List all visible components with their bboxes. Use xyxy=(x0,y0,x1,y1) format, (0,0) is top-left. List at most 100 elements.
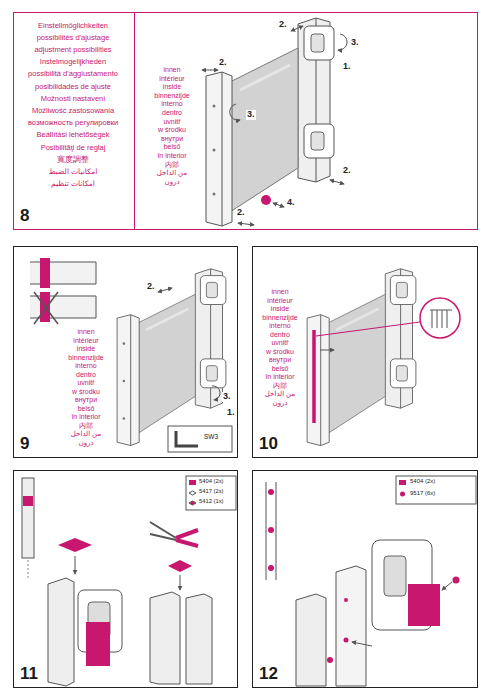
inside-label: 内部 xyxy=(79,422,93,430)
illustration-part xyxy=(40,258,50,288)
callout-number: 2. xyxy=(236,208,246,218)
inside-label: w środku xyxy=(158,126,186,134)
illustration-part xyxy=(273,203,284,207)
inside-label: 内部 xyxy=(273,382,287,390)
inside-label: w środku xyxy=(266,348,294,356)
inside-label: درون xyxy=(164,178,179,186)
inside-label: uvnitř xyxy=(77,379,94,387)
illustration-part xyxy=(180,575,181,590)
illustration-part xyxy=(400,492,405,497)
inside-label: dentro xyxy=(76,371,96,379)
step-number: 12 xyxy=(259,665,278,684)
inside-label: binnenzijde xyxy=(154,92,189,100)
profile-inset xyxy=(22,478,34,580)
profile-inset xyxy=(266,482,276,580)
inside-label: dentro xyxy=(270,331,290,339)
illustration-part xyxy=(86,622,110,666)
language-box: Einstellmöglichkeitenpossibilités d'ajus… xyxy=(13,12,135,230)
illustration-part xyxy=(189,480,196,485)
illustration-part xyxy=(28,560,29,580)
inside-label: uvnitř xyxy=(163,118,180,126)
illustration-part xyxy=(408,584,440,626)
illustration-part xyxy=(442,582,452,590)
inside-label: intérieur xyxy=(159,75,184,83)
inside-label: inside xyxy=(163,83,181,91)
illustration-part xyxy=(168,560,192,572)
inside-label: innen xyxy=(163,66,180,74)
illustration-part xyxy=(22,478,34,558)
adjustment-title: Instelmogelijkheden xyxy=(40,58,106,66)
callout-number: 2. xyxy=(342,166,352,176)
inside-label: intérieur xyxy=(267,297,292,305)
inside-label: belső xyxy=(164,143,181,151)
door-assembly xyxy=(117,269,226,446)
callout-number: 4. xyxy=(286,198,296,208)
inside-label: belső xyxy=(78,405,95,413)
illustration-part xyxy=(453,577,460,584)
illustration-part xyxy=(338,34,347,50)
illustration-part xyxy=(320,350,334,351)
inside-label: внутри xyxy=(269,356,291,364)
part-number: 5417 (2x) xyxy=(199,488,224,494)
illustration-part xyxy=(268,527,274,533)
illustration-part xyxy=(34,292,58,324)
parts-box xyxy=(396,476,476,504)
illustration-part xyxy=(327,657,333,663)
part-number: 5404 (2x) xyxy=(199,478,224,484)
inside-label: من الداخل xyxy=(157,169,187,177)
callout-number: 1. xyxy=(342,62,352,72)
illustration-part xyxy=(186,594,212,684)
inside-label: внутри xyxy=(161,135,183,143)
step-panel: Einstellmöglichkeitenpossibilités d'ajus… xyxy=(13,12,478,230)
callout-number: 3. xyxy=(350,38,360,48)
illustration-part xyxy=(212,386,220,400)
part-number: 9517 (6x) xyxy=(410,490,435,497)
adjustment-title: Einstellmöglichkeiten xyxy=(38,22,108,30)
adjustment-title: 寬度調整 xyxy=(57,156,89,164)
inside-label: innen xyxy=(271,288,288,296)
callout-number: 1. xyxy=(226,408,236,418)
adjustment-title: امكانيات الضبط xyxy=(49,168,98,176)
inside-label: внутри xyxy=(75,396,97,404)
illustration-part xyxy=(296,594,326,686)
illustration-part xyxy=(23,496,33,506)
inside-label: interno xyxy=(269,322,290,330)
illustration-part xyxy=(189,491,196,495)
illustration-part xyxy=(344,638,349,643)
illustration-part xyxy=(316,322,420,336)
inside-label: interno xyxy=(75,362,96,370)
inside-label: belső xyxy=(272,365,289,373)
inside-label: în interior xyxy=(157,152,186,160)
illustration-part xyxy=(352,642,372,646)
step-number: 9 xyxy=(20,435,29,454)
step-number: 10 xyxy=(259,435,278,454)
illustration-part xyxy=(268,565,274,571)
seal-strip xyxy=(312,330,316,423)
callout-number: 2. xyxy=(146,282,156,292)
adjustment-title: possibilità d'aggiustamento xyxy=(28,70,118,78)
inside-label: binnenzijde xyxy=(262,314,297,322)
illustration-part xyxy=(291,26,303,31)
illustration-part xyxy=(230,104,240,120)
magnifier xyxy=(420,298,460,338)
illustration-part xyxy=(344,598,348,602)
callout-number: 2. xyxy=(278,20,288,30)
adjustment-title: Beállítási lehetőségek xyxy=(37,131,110,139)
inside-label: من الداخل xyxy=(265,390,295,398)
inside-label: درون xyxy=(272,399,287,407)
inside-label: uvnitř xyxy=(271,339,288,347)
illustration-part xyxy=(430,310,452,328)
step-number: 8 xyxy=(20,207,29,226)
inside-label: în interior xyxy=(265,373,294,381)
illustration-part xyxy=(30,262,96,284)
clip-inset xyxy=(30,258,96,324)
hex-key xyxy=(176,431,198,446)
illustration-part xyxy=(261,195,271,205)
inside-label: innen xyxy=(77,328,94,336)
illustration-part xyxy=(150,592,180,684)
inside-label: w środku xyxy=(72,388,100,396)
inside-label: 内部 xyxy=(165,161,179,169)
illustration-part xyxy=(34,292,58,324)
